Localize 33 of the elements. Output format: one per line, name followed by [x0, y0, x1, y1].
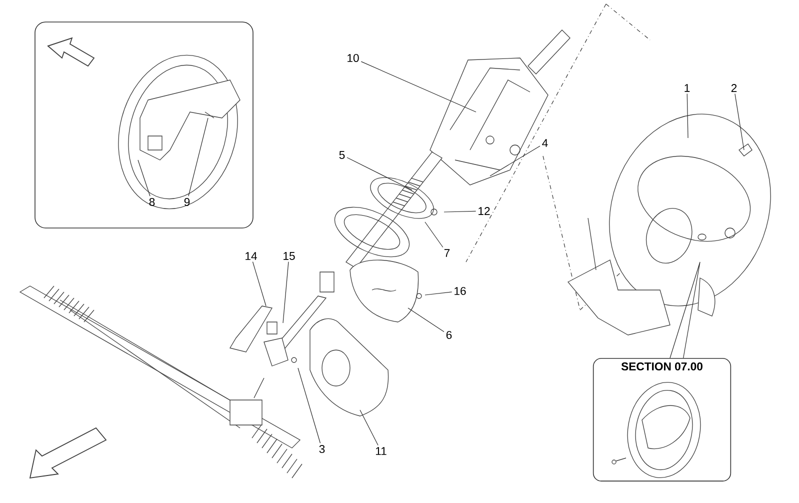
leader-line	[346, 157, 412, 190]
leader-line	[138, 160, 150, 196]
leader-line	[424, 222, 444, 248]
leader-line	[282, 262, 289, 324]
leader-line	[360, 410, 378, 446]
leader-line	[670, 262, 700, 358]
callout-number: 6	[446, 331, 452, 339]
callout-number: 2	[731, 84, 737, 92]
callout-number: 10	[348, 54, 359, 62]
callout-number: 8	[149, 198, 155, 206]
callout-number: 16	[454, 287, 466, 295]
leader-line	[444, 210, 476, 212]
section-reference-box: SECTION 07.00	[592, 358, 732, 482]
leader-line	[686, 93, 688, 138]
inset-frame	[34, 22, 254, 228]
leader-line	[188, 118, 208, 196]
leader-line	[490, 146, 540, 176]
callout-number: 9	[184, 198, 190, 206]
callout-number: 3	[319, 445, 325, 453]
callout-number: 12	[478, 207, 490, 215]
leader-line	[408, 308, 444, 332]
callout-number: 11	[376, 447, 386, 455]
leader-line	[734, 94, 744, 150]
callout-number: 4	[542, 139, 548, 147]
callout-number: 15	[284, 252, 295, 260]
callout-number: 5	[339, 151, 345, 159]
callout-number: 7	[444, 249, 450, 257]
callout-number: 1	[684, 84, 690, 92]
leader-line	[360, 61, 476, 112]
leader-line	[298, 368, 321, 444]
leader-line	[424, 292, 452, 296]
leader-line	[252, 261, 266, 306]
callout-number: 14	[246, 252, 257, 260]
